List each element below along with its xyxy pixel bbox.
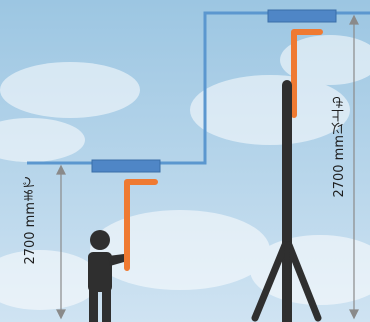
right-height-label: 2700 mm以上も — [333, 96, 346, 198]
light-fixture-low — [92, 160, 160, 172]
light-fixture-high — [268, 10, 336, 22]
left-height-label: 2700 mmまで — [24, 176, 37, 265]
